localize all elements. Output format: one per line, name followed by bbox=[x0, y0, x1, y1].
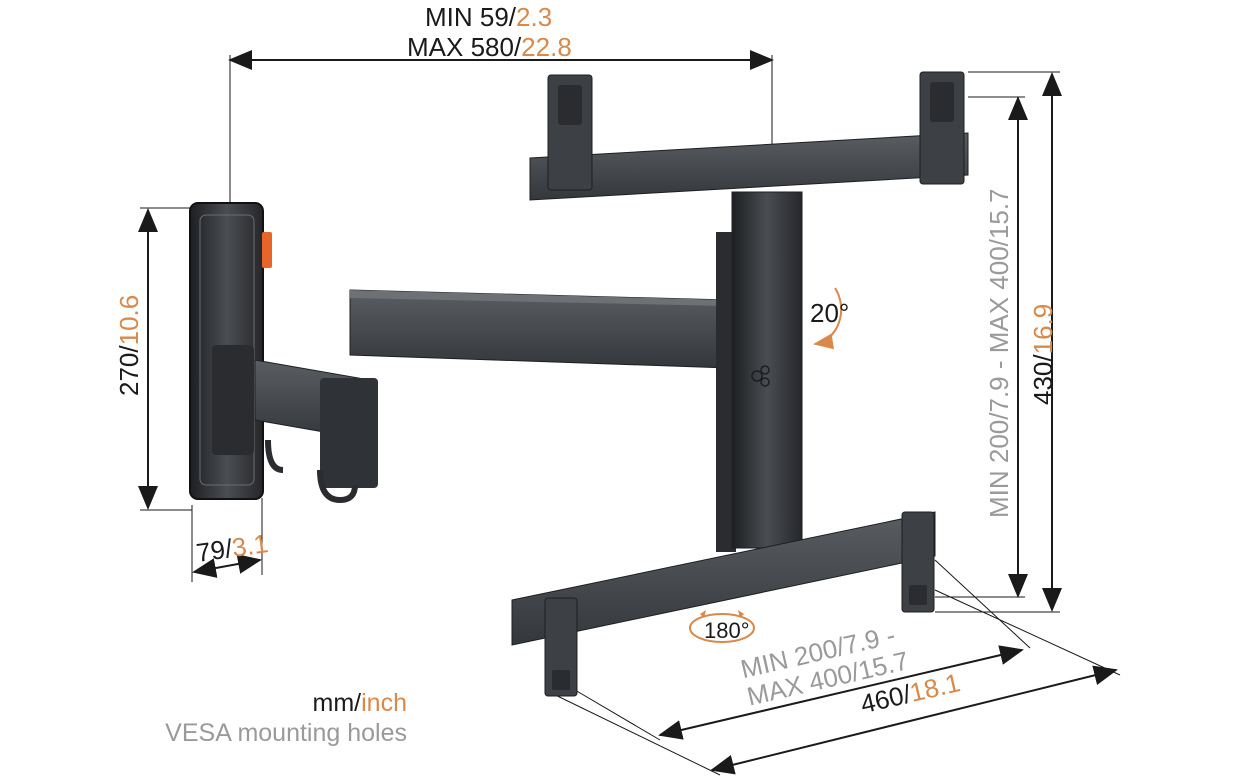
brand-logo-icon bbox=[751, 365, 770, 387]
bottom-vesa-bar bbox=[511, 511, 936, 697]
rotate-arrow-icon bbox=[689, 610, 755, 643]
orange-lock-tab bbox=[262, 232, 272, 268]
extension-max-label: MAX 580/22.8 bbox=[407, 32, 572, 62]
wall-plate-depth-dimension bbox=[191, 498, 263, 582]
tilt-arrow-icon bbox=[813, 287, 843, 350]
arm-segment-outer bbox=[349, 289, 729, 369]
units-legend: mm/inch bbox=[312, 689, 407, 717]
total-height-label: 430/16.9 bbox=[1028, 303, 1058, 405]
extension-min-label: MIN 59/2.3 bbox=[425, 2, 553, 32]
vesa-vertical-label: MIN 200/7.9 - MAX 400/15.7 bbox=[984, 188, 1014, 518]
wall-plate-height-label: 270/10.6 bbox=[114, 294, 144, 396]
height-dimensions bbox=[935, 71, 1062, 613]
rotate-label: 180° bbox=[704, 618, 750, 643]
vesa-note: VESA mounting holes bbox=[165, 719, 407, 747]
width-dimensions bbox=[544, 559, 1121, 776]
tilt-label: 20° bbox=[810, 298, 850, 328]
arm-extension-dimension bbox=[228, 50, 774, 205]
legend: mm/inch VESA mounting holes bbox=[165, 688, 407, 748]
vertical-mast bbox=[716, 191, 803, 552]
arm-segment-inner bbox=[212, 345, 378, 504]
top-vesa-bar bbox=[529, 71, 969, 201]
wall-plate-height-dimension bbox=[138, 207, 192, 511]
